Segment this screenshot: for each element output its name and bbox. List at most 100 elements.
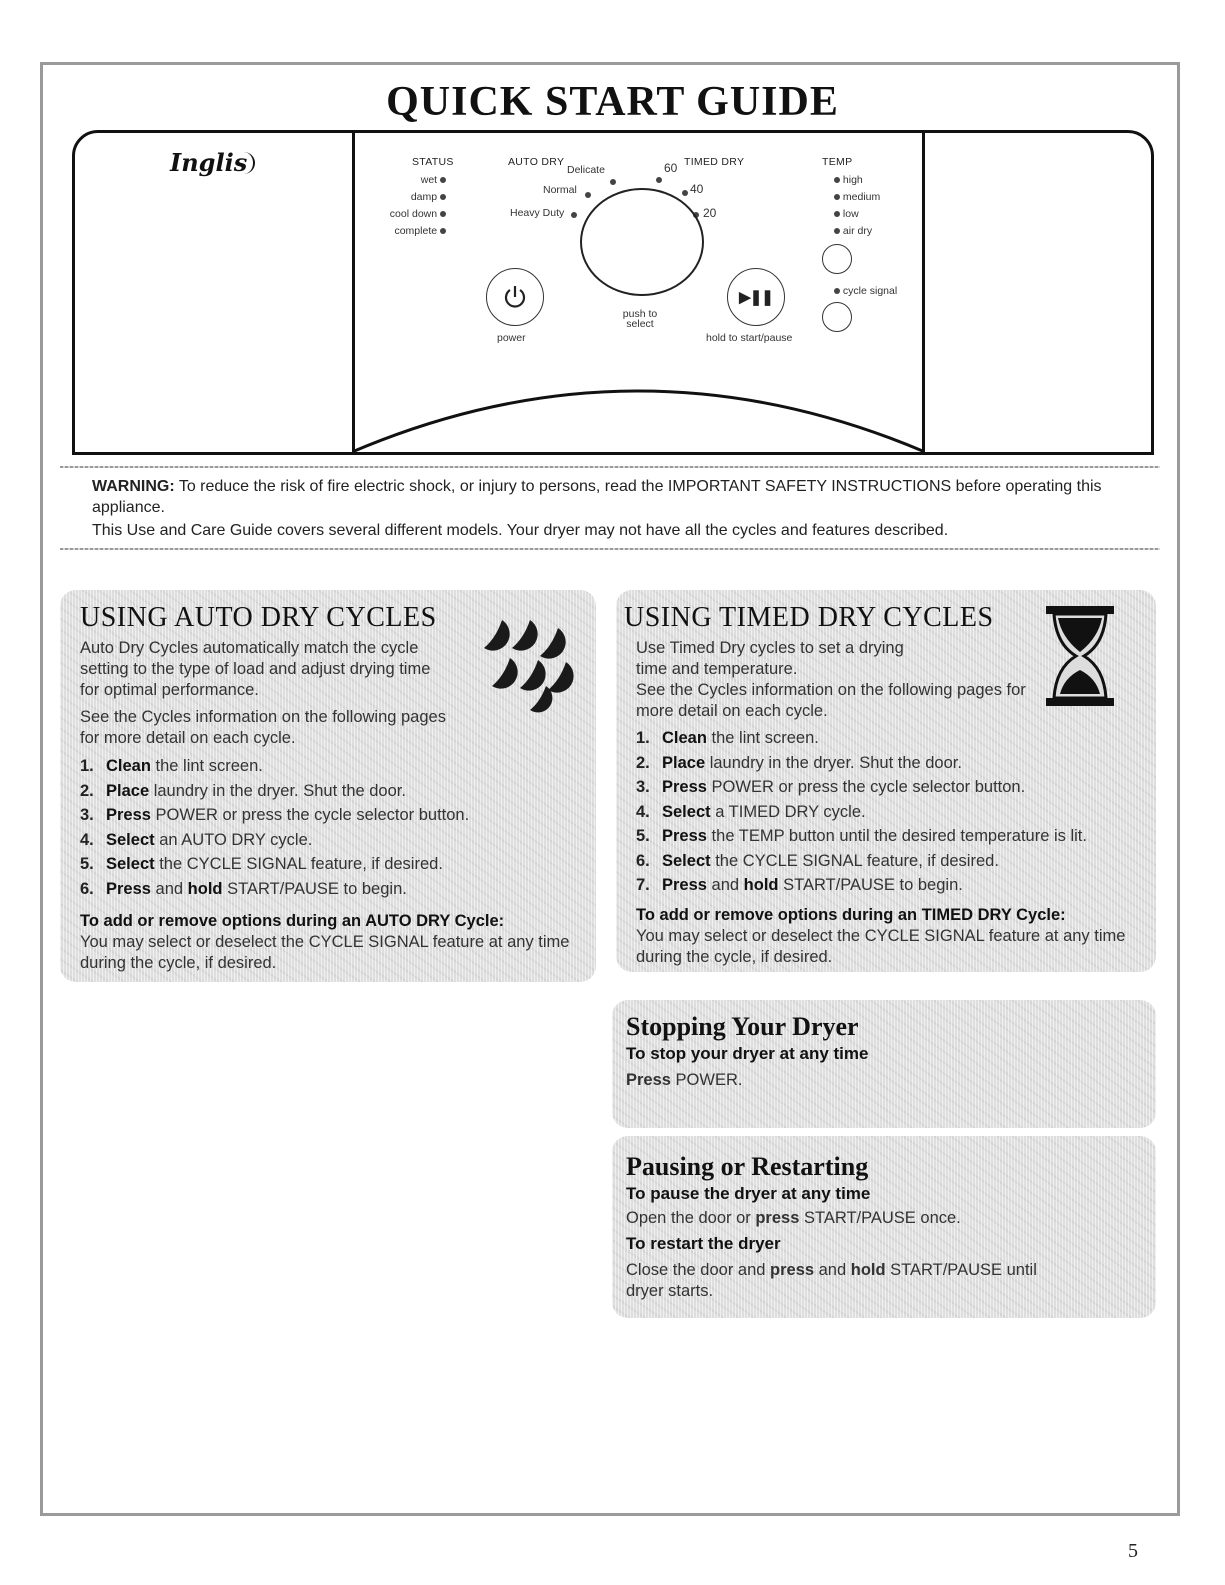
temp-low-label: low — [842, 208, 859, 220]
warning-label: WARNING: — [92, 478, 175, 495]
status-cool-down: cool down — [340, 208, 446, 220]
restart-verb-2: hold — [850, 1261, 886, 1279]
cycle-led-icon — [682, 190, 688, 196]
timed-dry-heading: TIMED DRY — [684, 156, 745, 168]
pause-verb: press — [755, 1209, 800, 1227]
cycle-selector-dial[interactable] — [580, 188, 704, 296]
temp-air-dry: air dry — [834, 225, 872, 237]
warning-bottom-rule — [60, 548, 1160, 550]
status-led-icon — [440, 194, 446, 201]
auto-dry-card-title: USING AUTO DRY CYCLES — [80, 602, 437, 633]
stopping-card: Stopping Your Dryer To stop your dryer a… — [612, 1000, 1156, 1128]
status-wet: wet — [360, 174, 446, 186]
step-text: POWER or press the cycle selector button… — [706, 778, 1026, 796]
pausing-card-subheading-2: To restart the dryer — [626, 1234, 781, 1253]
status-complete: complete — [340, 225, 446, 237]
temp-led-icon — [834, 194, 840, 201]
temp-button[interactable] — [822, 244, 852, 274]
restart-text-b: and — [814, 1261, 851, 1279]
timed-dry-40-label: 40 — [690, 182, 704, 196]
step-verb: hold — [743, 876, 779, 894]
temp-heading: TEMP — [822, 156, 853, 168]
timed-dry-options-text: You may select or deselect the CYCLE SIG… — [636, 927, 1126, 966]
page-number: 5 — [1128, 1540, 1138, 1562]
timed-dry-step: 4.Select a TIMED DRY cycle. — [636, 800, 1151, 825]
step-number: 3. — [636, 778, 650, 796]
auto-dry-step: 5.Select the CYCLE SIGNAL feature, if de… — [80, 852, 580, 877]
auto-dry-intro-2: See the Cycles information on the follow… — [80, 708, 446, 747]
water-drops-icon — [484, 620, 574, 713]
cycle-signal-button[interactable] — [822, 302, 852, 332]
auto-dry-normal-label: Normal — [543, 184, 577, 196]
cycle-signal-led-icon — [834, 288, 840, 295]
timed-dry-options-heading: To add or remove options during an TIMED… — [636, 906, 1066, 924]
power-label: power — [497, 332, 526, 344]
step-text: POWER or press the cycle selector button… — [150, 806, 470, 824]
step-text: a TIMED DRY cycle. — [710, 802, 866, 821]
auto-dry-steps: 1.Clean the lint screen. 2.Place laundry… — [80, 754, 580, 901]
cycle-led-icon — [656, 177, 662, 183]
step-text: START/PAUSE to begin. — [222, 879, 407, 898]
timed-dry-intro-2: See the Cycles information on the follow… — [636, 681, 1026, 720]
pausing-card: Pausing or Restarting To pause the dryer… — [612, 1136, 1156, 1318]
pausing-card-title: Pausing or Restarting — [626, 1152, 869, 1181]
page-title: QUICK START GUIDE — [386, 79, 839, 125]
cycle-led-icon — [585, 192, 591, 198]
status-led-icon — [440, 211, 446, 218]
status-led-icon — [440, 177, 446, 184]
step-number: 4. — [636, 802, 650, 821]
pause-text-a: Open the door or — [626, 1209, 756, 1227]
stopping-card-title: Stopping Your Dryer — [626, 1012, 859, 1041]
step-verb: Press — [662, 778, 707, 796]
dial-label-line1: push to — [622, 308, 658, 320]
restart-verb: press — [770, 1261, 815, 1279]
brand-logo: Inglis — [170, 148, 256, 177]
status-damp: damp — [360, 191, 446, 203]
temp-air-dry-label: air dry — [842, 225, 873, 237]
temp-led-icon — [834, 211, 840, 218]
status-complete-label: complete — [394, 225, 438, 237]
timed-dry-card: USING TIMED DRY CYCLES Use Timed Dry cyc… — [616, 590, 1156, 972]
stopping-verb: Press — [626, 1071, 671, 1089]
timed-dry-step: 5.Press the TEMP button until the desire… — [636, 824, 1151, 849]
timed-dry-20-label: 20 — [703, 206, 717, 220]
auto-dry-heavy-duty-label: Heavy Duty — [510, 207, 565, 219]
warning-text: WARNING: To reduce the risk of fire elec… — [92, 476, 1112, 518]
auto-dry-step: 1.Clean the lint screen. — [80, 754, 580, 779]
step-number: 5. — [80, 855, 94, 873]
restart-text-a: Close the door and — [626, 1261, 771, 1279]
step-verb: Place — [106, 781, 150, 800]
hourglass-icon — [1046, 606, 1114, 706]
panel-divider-right — [922, 130, 925, 455]
step-number: 1. — [636, 729, 650, 747]
auto-dry-options-text: You may select or deselect the CYCLE SIG… — [80, 933, 570, 972]
timed-dry-60-label: 60 — [664, 161, 678, 175]
pausing-card-subheading-1: To pause the dryer at any time — [626, 1184, 871, 1203]
auto-dry-step: 2.Place laundry in the dryer. Shut the d… — [80, 779, 580, 804]
pausing-card-text-2: Close the door and press and hold START/… — [626, 1260, 1046, 1302]
step-text: START/PAUSE to begin. — [778, 876, 963, 894]
status-wet-label: wet — [420, 174, 438, 186]
temp-medium: medium — [834, 191, 880, 203]
status-damp-label: damp — [410, 191, 438, 203]
timed-dry-step: 2.Place laundry in the dryer. Shut the d… — [636, 751, 1151, 776]
auto-dry-step: 6.Press and hold START/PAUSE to begin. — [80, 877, 580, 902]
auto-dry-intro-1: Auto Dry Cycles automatically match the … — [80, 639, 431, 699]
panel-divider-left — [352, 130, 355, 455]
power-button[interactable] — [486, 268, 544, 326]
step-verb: Select — [106, 855, 155, 873]
panel-bottom-arc — [352, 389, 925, 454]
start-pause-button[interactable]: ▶❚❚ — [727, 268, 785, 326]
dial-label-line2: select — [626, 318, 654, 330]
step-verb: Clean — [662, 729, 707, 747]
timed-dry-card-title: USING TIMED DRY CYCLES — [624, 602, 994, 633]
restart-text-c: START/PAUSE until dryer starts. — [626, 1261, 1037, 1300]
cycle-led-icon — [571, 212, 577, 218]
auto-dry-delicate-label: Delicate — [567, 164, 605, 176]
step-text: the lint screen. — [706, 729, 819, 747]
pause-text-b: START/PAUSE once. — [799, 1209, 961, 1227]
auto-dry-step: 4.Select an AUTO DRY cycle. — [80, 828, 580, 853]
cycle-signal-indicator: cycle signal — [834, 285, 897, 297]
cycle-signal-label: cycle signal — [842, 285, 898, 297]
